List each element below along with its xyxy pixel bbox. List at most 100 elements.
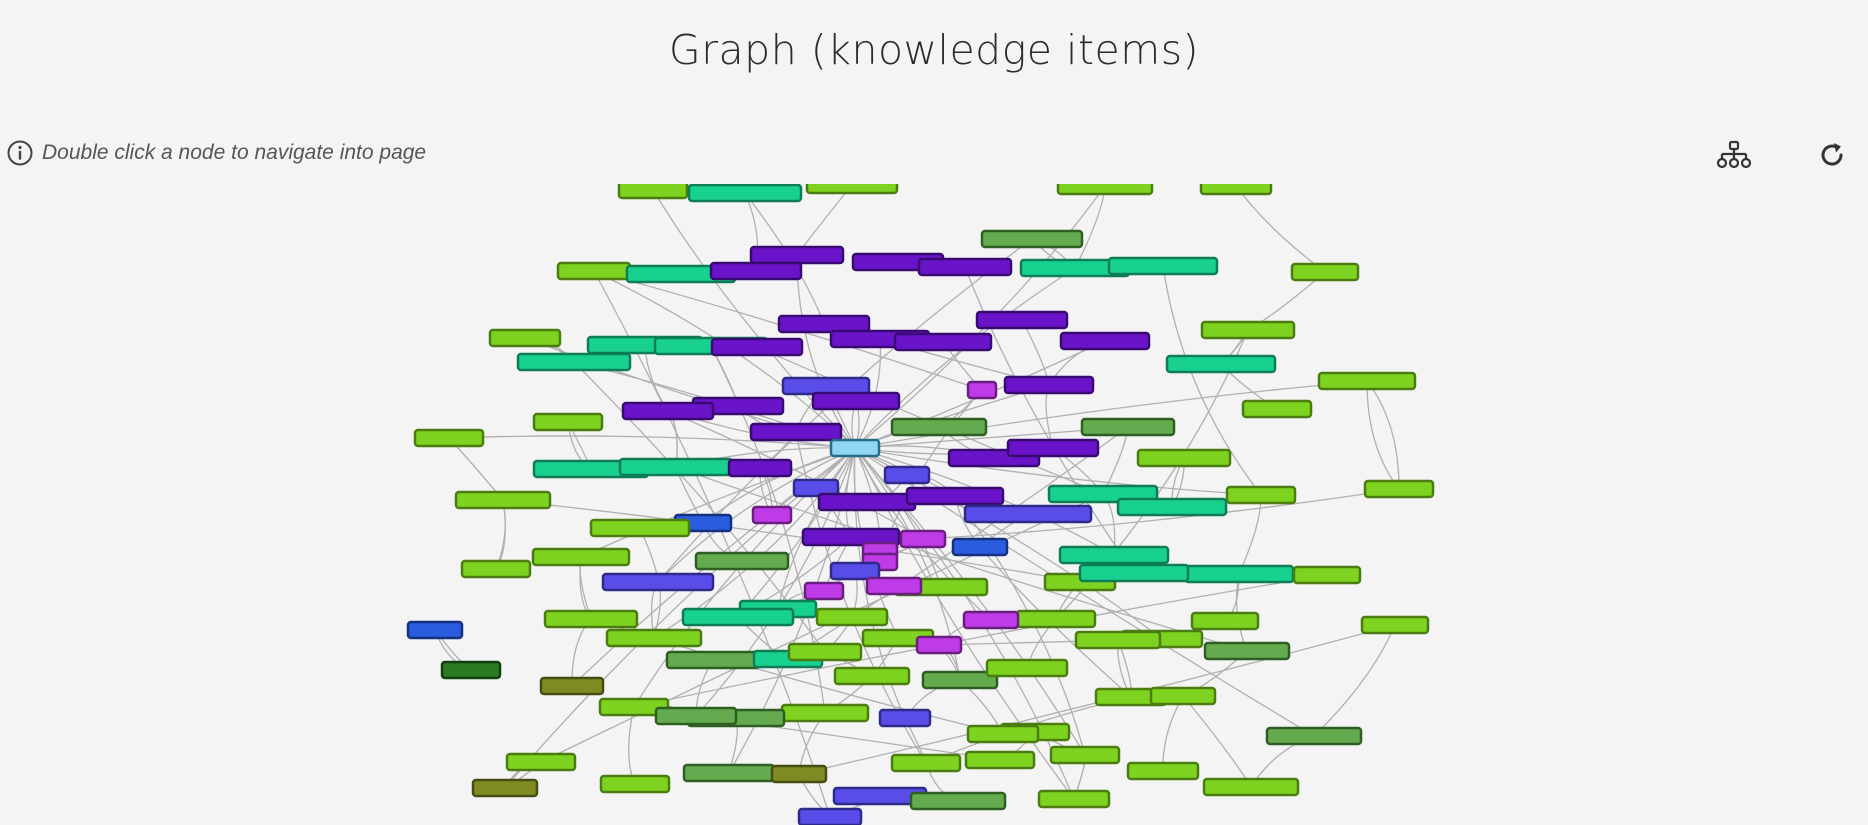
graph-node-box[interactable]: [543, 609, 639, 629]
graph-node-box[interactable]: [1199, 184, 1273, 196]
graph-node[interactable]: [1126, 761, 1200, 781]
graph-node[interactable]: [980, 229, 1084, 249]
graph-node-box[interactable]: [921, 670, 999, 690]
graph-node-box[interactable]: [505, 752, 577, 772]
graph-node[interactable]: [833, 666, 911, 686]
graph-node-box[interactable]: [1317, 371, 1417, 391]
graph-node-box[interactable]: [539, 676, 605, 696]
graph-node[interactable]: [1363, 479, 1435, 499]
graph-node-box[interactable]: [963, 504, 1093, 524]
graph-node[interactable]: [917, 257, 1013, 277]
graph-node[interactable]: [454, 490, 552, 510]
graph-node-box[interactable]: [406, 620, 464, 640]
graph-node[interactable]: [1116, 497, 1228, 517]
graph-node[interactable]: [964, 750, 1036, 770]
graph-node-box[interactable]: [787, 642, 863, 662]
graph-node-box[interactable]: [665, 650, 761, 670]
graph-node-box[interactable]: [1149, 686, 1217, 706]
graph-node[interactable]: [1006, 438, 1100, 458]
graph-node-box[interactable]: [1116, 497, 1228, 517]
graph-node-box[interactable]: [749, 422, 843, 442]
graph-node[interactable]: [921, 670, 999, 690]
graph-node-box[interactable]: [951, 537, 1009, 557]
graph-node-box[interactable]: [1265, 726, 1363, 746]
graph-node[interactable]: [787, 642, 863, 662]
graph-node-box[interactable]: [890, 417, 988, 437]
graph-node-box[interactable]: [833, 666, 911, 686]
graph-node-box[interactable]: [1241, 399, 1313, 419]
graph-node[interactable]: [727, 458, 793, 478]
graph-node-box[interactable]: [803, 581, 845, 601]
graph-node[interactable]: [471, 778, 539, 798]
graph-node[interactable]: [694, 551, 790, 571]
graph-node[interactable]: [1165, 354, 1277, 374]
graph-node-box[interactable]: [605, 628, 703, 648]
graph-node-box[interactable]: [780, 703, 870, 723]
graph-node-box[interactable]: [1015, 609, 1097, 629]
graph-node-box[interactable]: [1003, 375, 1095, 395]
graph-node-box[interactable]: [829, 438, 881, 458]
knowledge-graph-canvas[interactable]: [0, 184, 1868, 825]
graph-node-box[interactable]: [792, 478, 840, 498]
graph-node[interactable]: [531, 547, 631, 567]
graph-node[interactable]: [1183, 564, 1295, 584]
graph-node[interactable]: [413, 428, 485, 448]
graph-node[interactable]: [460, 559, 532, 579]
graph-node[interactable]: [883, 465, 931, 485]
graph-node-box[interactable]: [878, 708, 932, 728]
graph-node[interactable]: [966, 724, 1040, 744]
graph-node[interactable]: [1003, 375, 1095, 395]
graph-node[interactable]: [966, 380, 998, 400]
graph-node-box[interactable]: [681, 607, 795, 627]
graph-node[interactable]: [905, 486, 1005, 506]
graph-node[interactable]: [899, 529, 947, 549]
graph-node-box[interactable]: [488, 328, 562, 348]
graph-node-box[interactable]: [815, 607, 889, 627]
graph-node[interactable]: [777, 314, 871, 334]
graph-node[interactable]: [751, 505, 793, 525]
graph-node[interactable]: [488, 328, 562, 348]
layout-button[interactable]: [1714, 136, 1754, 176]
refresh-button[interactable]: [1812, 136, 1852, 176]
graph-node-box[interactable]: [1200, 320, 1296, 340]
graph-node[interactable]: [770, 764, 828, 784]
graph-node[interactable]: [803, 581, 845, 601]
graph-node[interactable]: [406, 620, 464, 640]
graph-node[interactable]: [539, 676, 605, 696]
graph-node[interactable]: [951, 537, 1009, 557]
graph-node-box[interactable]: [1078, 563, 1190, 583]
graph-node-box[interactable]: [1363, 479, 1435, 499]
graph-node[interactable]: [543, 609, 639, 629]
graph-node[interactable]: [1292, 565, 1362, 585]
graph-node-box[interactable]: [1006, 438, 1100, 458]
graph-node[interactable]: [589, 518, 691, 538]
graph-node[interactable]: [682, 763, 776, 783]
graph-node-box[interactable]: [460, 559, 532, 579]
graph-node[interactable]: [710, 337, 804, 357]
graph-node-box[interactable]: [829, 561, 881, 581]
graph-node-box[interactable]: [516, 352, 632, 372]
graph-node-box[interactable]: [654, 706, 738, 726]
graph-node-box[interactable]: [805, 184, 899, 195]
graph-node-box[interactable]: [1225, 485, 1297, 505]
graph-node[interactable]: [1080, 417, 1176, 437]
graph-node[interactable]: [1360, 615, 1430, 635]
graph-node-box[interactable]: [817, 492, 917, 512]
graph-node-box[interactable]: [1080, 417, 1176, 437]
graph-node[interactable]: [516, 352, 632, 372]
graph-node-box[interactable]: [1059, 331, 1151, 351]
graph-node[interactable]: [890, 753, 962, 773]
graph-node[interactable]: [1015, 609, 1097, 629]
graph-node-box[interactable]: [909, 791, 1007, 811]
graph-node[interactable]: [829, 438, 881, 458]
graph-node[interactable]: [797, 807, 863, 825]
knowledge-graph[interactable]: [0, 184, 1868, 825]
graph-node[interactable]: [749, 245, 845, 265]
graph-node-box[interactable]: [589, 518, 691, 538]
graph-node[interactable]: [618, 457, 734, 477]
graph-node-box[interactable]: [966, 724, 1040, 744]
graph-node[interactable]: [817, 492, 917, 512]
graph-node[interactable]: [709, 261, 803, 281]
graph-node[interactable]: [805, 184, 899, 195]
graph-node[interactable]: [665, 650, 761, 670]
